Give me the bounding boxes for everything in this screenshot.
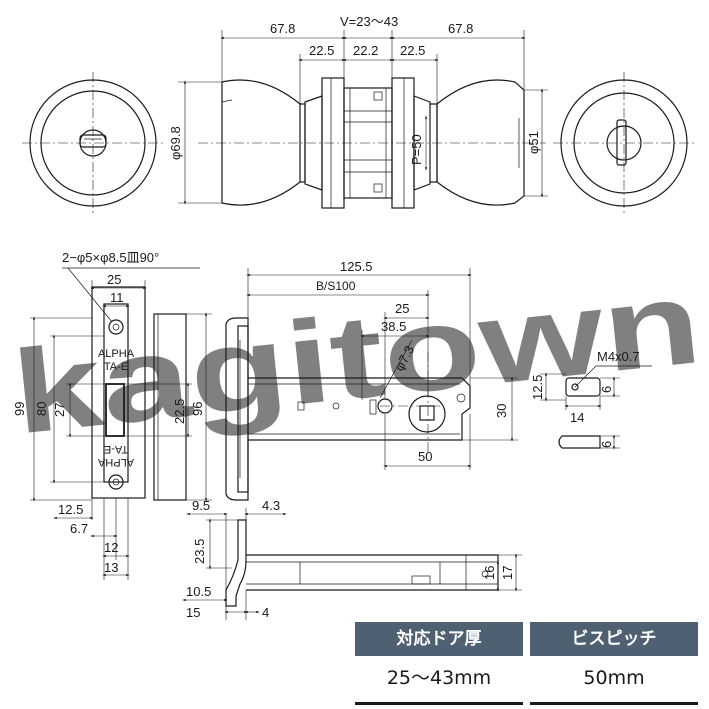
- screw-detail: M4x0.7 12.5 6 14 6: [530, 349, 652, 450]
- face-plate-view: ALPHA TA-E TA-E ALPHA 2−φ5×φ8.5皿90° 25 1…: [12, 250, 212, 580]
- latch-bottom-view: 9.5 4.3 23.5 10.5 15 4 16 17: [182, 498, 522, 620]
- dim-height: 30: [494, 404, 509, 418]
- dim-9-5: 9.5: [192, 498, 210, 513]
- dim-38-5: 38.5: [381, 319, 406, 334]
- top-dimensions: 67.8 V=23～43 67.8 22.5 22.2 22.5 φ69.8 P…: [168, 14, 548, 205]
- dim-knob-dia: φ69.8: [168, 126, 183, 160]
- dim-w3: 12: [104, 540, 118, 555]
- model-bottom: TA-E: [104, 443, 128, 455]
- dim-50: 50: [418, 449, 432, 464]
- dim-inner: 11: [110, 290, 124, 305]
- dim-15: 15: [186, 605, 200, 620]
- screw-note: 2−φ5×φ8.5皿90°: [62, 250, 159, 265]
- dim-length: 125.5: [340, 259, 373, 274]
- dim-4: 4: [262, 605, 269, 620]
- spec-screw-pitch: ビスピッチ 50mm: [530, 622, 698, 705]
- spec-door-thickness: 対応ドア厚 25〜43mm: [355, 622, 523, 705]
- dim-17: 17: [500, 566, 515, 580]
- latch-case-view: 125.5 B/S100 25 38.5 φ7.3 30 50: [225, 259, 518, 501]
- dim-strike-height: 96: [190, 402, 205, 416]
- dim-w4: 13: [104, 560, 118, 575]
- knob-side-view: [198, 77, 546, 209]
- dim-14: 14: [570, 410, 584, 425]
- dim-middle: 22.2: [353, 43, 378, 58]
- spec-door-thickness-label: 対応ドア厚: [355, 622, 523, 656]
- dim-pitch: P=50: [409, 134, 424, 165]
- model-top: TA-E: [104, 361, 128, 373]
- outside-front-view: [22, 72, 164, 214]
- inside-front-view: [553, 72, 696, 214]
- dim-6b: 6: [599, 441, 614, 448]
- dim-16: 16: [482, 566, 497, 580]
- dim-25: 25: [395, 301, 409, 316]
- dim-left-knob: 67.8: [270, 21, 295, 36]
- screw-thread: M4x0.7: [597, 349, 640, 364]
- dim-6a: 6: [599, 386, 614, 393]
- dim-10-5: 10.5: [186, 584, 211, 599]
- dim-4-3: 4.3: [262, 498, 280, 513]
- dim-height-plate: 80: [34, 402, 49, 416]
- dim-door-range: V=23～43: [340, 14, 398, 29]
- spec-screw-pitch-value: 50mm: [530, 656, 698, 705]
- brand-bottom: ALPHA: [97, 456, 134, 468]
- dim-rose-right: 22.5: [400, 43, 425, 58]
- dim-w1: 12.5: [58, 502, 83, 517]
- dim-strike-offset: 22.5: [172, 399, 187, 424]
- dim-latch-height: 27: [52, 403, 67, 417]
- dim-backset: B/S100: [316, 279, 356, 293]
- brand-top: ALPHA: [98, 348, 135, 360]
- dim-height-total: 99: [12, 402, 27, 416]
- dim-rose-dia: φ51: [526, 131, 541, 154]
- dim-width: 25: [107, 272, 121, 287]
- spec-door-thickness-value: 25〜43mm: [355, 656, 523, 705]
- dim-rose-left: 22.5: [309, 43, 334, 58]
- dim-right-knob: 67.8: [448, 21, 473, 36]
- spec-screw-pitch-label: ビスピッチ: [530, 622, 698, 656]
- dim-23-5: 23.5: [192, 539, 207, 564]
- dim-w2: 6.7: [70, 521, 88, 536]
- dim-12-5: 12.5: [530, 375, 545, 400]
